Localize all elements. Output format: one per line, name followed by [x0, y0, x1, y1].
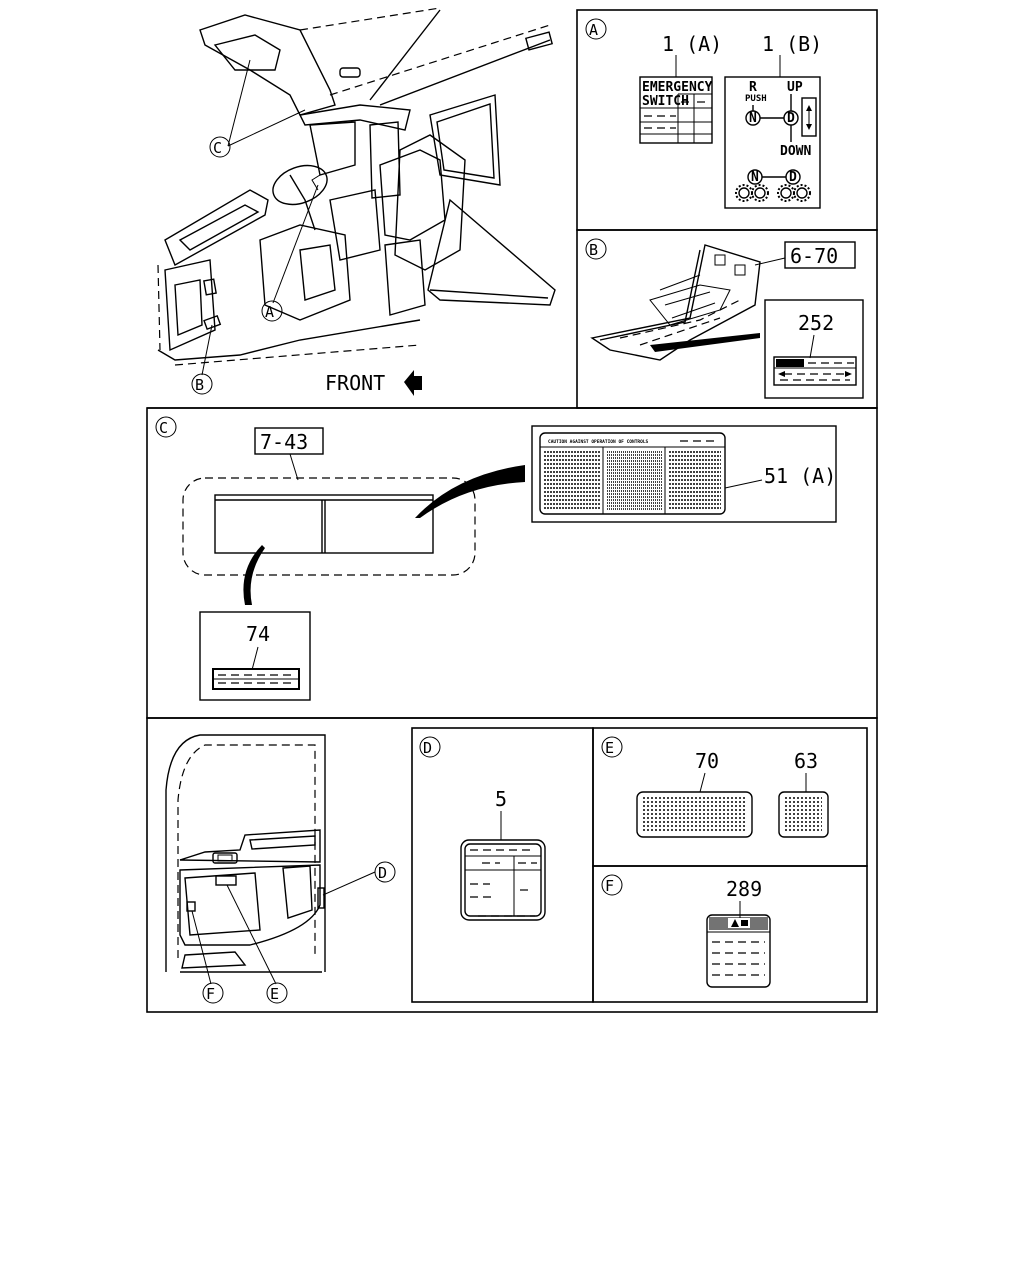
label-text-texture: [544, 451, 822, 831]
svg-text:R: R: [749, 80, 757, 95]
panel-frames: [146, 9, 878, 1013]
svg-text:A: A: [589, 21, 598, 39]
svg-text:F: F: [605, 877, 614, 895]
label-1a-emergency-switch: EMERGENCY SWITCH: [639, 76, 713, 144]
front-arrow-icon: [404, 370, 422, 396]
part-1a-number: 1 (A): [662, 32, 722, 56]
door-illustration: [165, 734, 376, 985]
svg-text:N: N: [751, 170, 759, 185]
gear-icon: [735, 184, 811, 202]
label-63: [778, 791, 829, 838]
svg-text:C: C: [159, 419, 168, 437]
svg-text:E: E: [605, 739, 614, 757]
panel-f: F 289: [601, 874, 771, 988]
cab-interior-illustration: [157, 7, 556, 376]
svg-text:N: N: [749, 111, 757, 126]
svg-text:B: B: [589, 241, 598, 259]
callout-d-door: D: [374, 861, 396, 883]
label-1b-shift-pattern: R PUSH UP N D DOWN N D: [724, 76, 821, 209]
svg-text:A: A: [265, 303, 274, 321]
callout-b-overview: B: [191, 373, 213, 395]
label-252: [773, 356, 857, 386]
svg-text:DOWN: DOWN: [780, 144, 811, 159]
svg-text:D: D: [378, 864, 387, 882]
part-63-number: 63: [794, 749, 818, 773]
label-70: [636, 791, 753, 838]
label-74: [212, 668, 300, 690]
callout-e-door: E: [266, 982, 288, 1004]
svg-text:C: C: [213, 139, 222, 157]
svg-text:E: E: [270, 985, 279, 1003]
label-5: [460, 839, 546, 921]
part-5-number: 5: [495, 787, 507, 811]
callout-f-door: F: [202, 982, 224, 1004]
svg-text:B: B: [195, 376, 204, 394]
panel-c: C 7-43 74 51 (A) CAUTION AGAINST OPE: [155, 416, 837, 701]
panel-e: E 70 63: [601, 736, 829, 838]
svg-text:D: D: [423, 739, 432, 757]
ref-7-43: 7-43: [260, 430, 308, 454]
panel-a: A 1 (A) 1 (B) EMERGENCY SWITCH R PUSH UP: [585, 18, 822, 209]
svg-text:SWITCH: SWITCH: [642, 94, 689, 109]
part-51a-number: 51 (A): [764, 464, 836, 488]
callout-c-overview: C: [209, 136, 231, 158]
svg-text:CAUTION AGAINST OPERATION OF C: CAUTION AGAINST OPERATION OF CONTROLS: [548, 439, 649, 445]
panel-b: B 6-70 252: [585, 238, 864, 399]
part-1b-number: 1 (B): [762, 32, 822, 56]
part-70-number: 70: [695, 749, 719, 773]
svg-text:UP: UP: [787, 80, 803, 95]
svg-text:PUSH: PUSH: [745, 94, 767, 104]
svg-text:F: F: [206, 985, 215, 1003]
panel-d: D 5: [419, 736, 546, 921]
svg-text:D: D: [789, 170, 797, 185]
label-51a-caution: CAUTION AGAINST OPERATION OF CONTROLS: [539, 432, 726, 515]
part-289-number: 289: [726, 877, 762, 901]
svg-text:EMERGENCY: EMERGENCY: [642, 80, 713, 95]
part-74-number: 74: [246, 622, 270, 646]
callout-a-overview: A: [261, 300, 283, 322]
ref-6-70: 6-70: [790, 244, 838, 268]
floor-mat-illustration: [590, 244, 761, 361]
label-289: [706, 914, 771, 988]
front-label: FRONT: [325, 371, 385, 395]
part-252-number: 252: [798, 311, 834, 335]
svg-text:D: D: [787, 111, 795, 126]
